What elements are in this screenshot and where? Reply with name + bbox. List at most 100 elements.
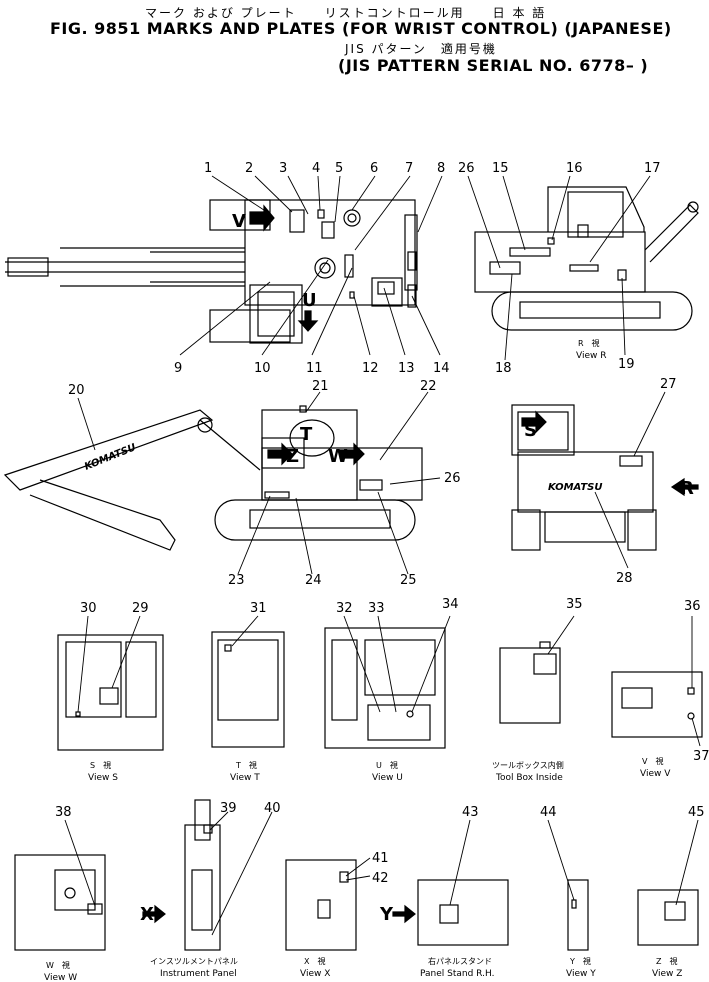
caption-view-s-jp: S 視 <box>90 761 111 770</box>
caption-view-r-jp: R 視 <box>578 339 600 348</box>
callout-45: 45 <box>688 805 705 820</box>
subtitle-japanese: JIS パターン 適用号機 <box>345 42 497 56</box>
callout-33: 33 <box>368 601 385 616</box>
caption-view-s: View S <box>88 773 118 783</box>
side-view-excavator <box>3 405 423 551</box>
callout-24: 24 <box>305 573 322 588</box>
callout-18: 18 <box>495 361 512 376</box>
view-letter-z: Z <box>286 446 299 467</box>
caption-view-v: View V <box>640 769 671 779</box>
callout-7: 7 <box>405 161 413 176</box>
callout-26-side: 26 <box>444 471 461 486</box>
callout-19: 19 <box>618 357 635 372</box>
callout-numbers: 1 2 3 4 5 6 7 8 9 10 11 12 13 14 15 16 1… <box>55 161 709 886</box>
callout-4: 4 <box>312 161 320 176</box>
view-letter-w: W <box>328 446 348 467</box>
figure-title: FIG. 9851 MARKS AND PLATES (FOR WRIST CO… <box>50 19 672 38</box>
callout-1: 1 <box>204 161 212 176</box>
callout-20: 20 <box>68 383 85 398</box>
view-letter-y: Y <box>379 904 394 925</box>
caption-view-r: View R <box>576 351 606 361</box>
instrument-panel <box>142 799 221 951</box>
callout-6: 6 <box>370 161 378 176</box>
view-u-cab <box>324 627 446 749</box>
callout-12: 12 <box>362 361 379 376</box>
callout-31: 31 <box>250 601 267 616</box>
caption-view-t-jp: T 視 <box>235 761 257 770</box>
title-japanese: マーク および プレート リストコントロール用 日 本 語 <box>145 6 547 20</box>
callout-10: 10 <box>254 361 271 376</box>
caption-instr: Instrument Panel <box>160 969 237 979</box>
callout-37: 37 <box>693 749 709 764</box>
caption-view-w: View W <box>44 973 77 982</box>
callout-3: 3 <box>279 161 287 176</box>
callout-16: 16 <box>566 161 583 176</box>
view-r-excavator <box>474 186 699 331</box>
callout-23: 23 <box>228 573 245 588</box>
callout-17: 17 <box>644 161 661 176</box>
callout-26-view-r: 26 <box>458 161 475 176</box>
callout-25: 25 <box>400 573 417 588</box>
caption-view-u: View U <box>372 773 403 783</box>
toolbox-inside <box>499 641 561 724</box>
view-letter-s: S <box>524 420 537 441</box>
callout-8: 8 <box>437 161 445 176</box>
caption-view-u-jp: U 視 <box>376 761 398 770</box>
top-view-excavator <box>5 199 418 344</box>
callout-42: 42 <box>372 871 389 886</box>
callout-21: 21 <box>312 379 329 394</box>
callout-13: 13 <box>398 361 415 376</box>
caption-view-t: View T <box>230 773 260 783</box>
view-letter-v: V <box>232 211 246 232</box>
callout-39: 39 <box>220 801 237 816</box>
view-letter-r: R <box>680 478 694 499</box>
view-z-detail <box>637 889 699 946</box>
callout-9: 9 <box>174 361 182 376</box>
caption-view-x: View X <box>300 969 330 979</box>
caption-view-z-jp: Z 視 <box>656 957 677 966</box>
caption-view-x-jp: X 視 <box>304 957 325 966</box>
callout-30: 30 <box>80 601 97 616</box>
callout-29: 29 <box>132 601 149 616</box>
caption-view-z: View Z <box>652 969 682 979</box>
callout-28: 28 <box>616 571 633 586</box>
callout-44: 44 <box>540 805 557 820</box>
callout-35: 35 <box>566 597 583 612</box>
callout-34: 34 <box>442 597 459 612</box>
view-t-cab <box>211 631 285 748</box>
callout-14: 14 <box>433 361 450 376</box>
callout-32: 32 <box>336 601 353 616</box>
view-letter-t: T <box>300 424 313 445</box>
callout-40: 40 <box>264 801 281 816</box>
rear-view-excavator <box>511 404 699 551</box>
view-v-panel <box>611 671 703 738</box>
view-w-detail <box>14 854 106 951</box>
callout-38: 38 <box>55 805 72 820</box>
callout-43: 43 <box>462 805 479 820</box>
view-letter-u: U <box>302 290 317 311</box>
caption-toolbox: Tool Box Inside <box>495 773 563 783</box>
caption-panel: Panel Stand R.H. <box>420 969 494 979</box>
caption-view-y-jp: Y 視 <box>569 957 591 966</box>
caption-instr-jp: インスツルメントパネル <box>150 957 238 966</box>
callout-36: 36 <box>684 599 701 614</box>
serial-subtitle: (JIS PATTERN SERIAL NO. 6778– ) <box>338 56 649 75</box>
callout-15: 15 <box>492 161 509 176</box>
callout-2: 2 <box>245 161 253 176</box>
view-letter-x: X <box>140 904 154 925</box>
callout-27: 27 <box>660 377 677 392</box>
callout-11: 11 <box>306 361 323 376</box>
panel-stand-rh <box>392 879 509 946</box>
callout-41: 41 <box>372 851 389 866</box>
caption-panel-jp: 右パネルスタンド <box>428 956 492 966</box>
caption-view-w-jp: W 視 <box>46 961 70 970</box>
view-x-detail <box>285 859 357 951</box>
callout-22: 22 <box>420 379 437 394</box>
callout-5: 5 <box>335 161 343 176</box>
view-s-cab <box>57 634 164 751</box>
caption-toolbox-jp: ツールボックス内側 <box>492 760 564 770</box>
komatsu-logo-rear: KOMATSU <box>548 482 603 493</box>
caption-view-y: View Y <box>566 969 596 979</box>
caption-view-v-jp: V 視 <box>642 757 663 766</box>
